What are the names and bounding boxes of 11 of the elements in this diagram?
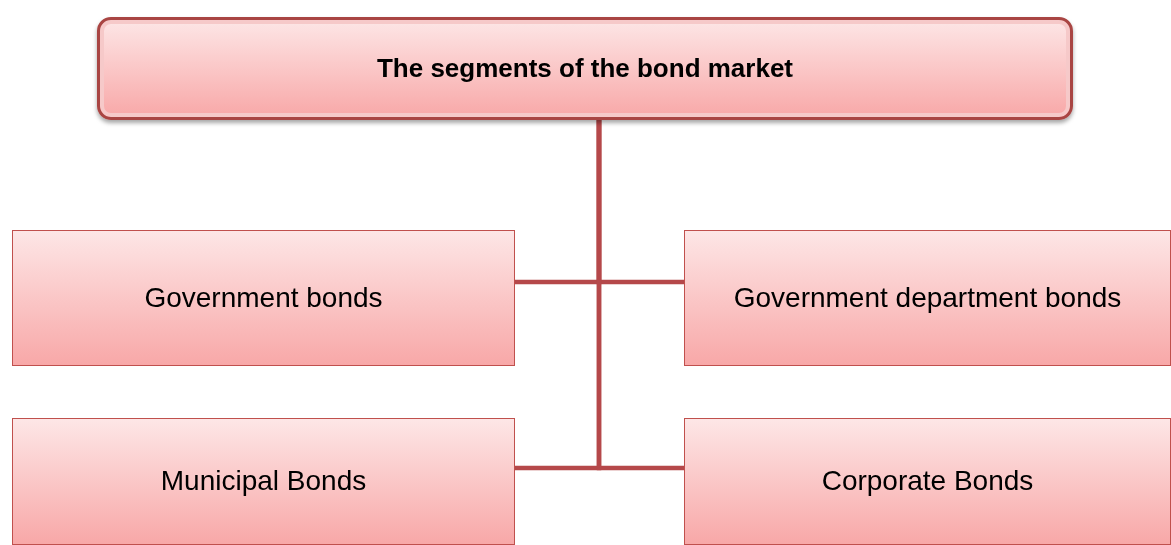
connector-line bbox=[596, 120, 684, 471]
box-label: Municipal Bonds bbox=[159, 464, 368, 499]
process-box bbox=[684, 418, 1171, 545]
box-label: Corporate Bonds bbox=[820, 464, 1035, 499]
process-box bbox=[684, 230, 1171, 366]
title-box bbox=[97, 17, 1073, 120]
process-box bbox=[12, 418, 515, 545]
title-text: The segments of the bond market bbox=[375, 51, 795, 85]
box-label: Government bonds bbox=[143, 280, 384, 315]
process-box bbox=[12, 230, 515, 366]
box-label: Government department bonds bbox=[732, 280, 1123, 315]
